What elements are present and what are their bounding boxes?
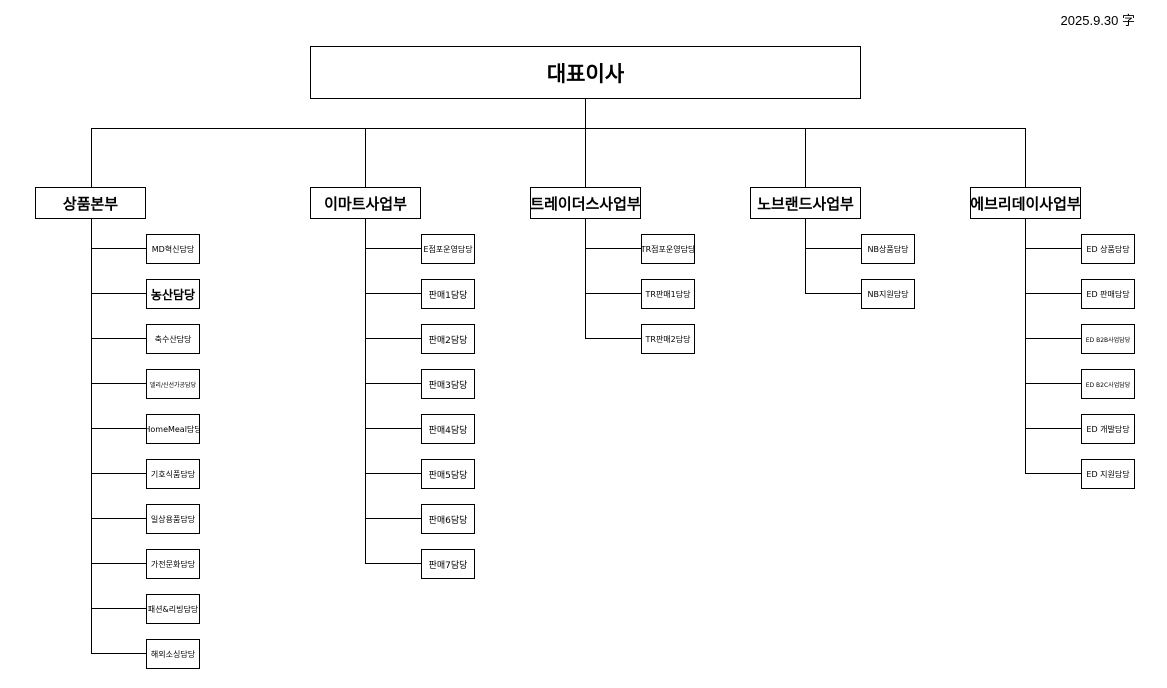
dept-connector <box>91 428 147 429</box>
dept-spine <box>365 219 366 564</box>
dept-box: 델리/신선가공담당 <box>146 369 200 399</box>
dept-box: TR판매2담당 <box>641 324 695 354</box>
dept-connector <box>91 293 147 294</box>
division-box: 트레이더스사업부 <box>530 187 641 219</box>
dept-connector <box>1025 383 1082 384</box>
dept-connector <box>805 248 862 249</box>
division-connector <box>91 128 92 187</box>
dept-box: 판매6담당 <box>421 504 475 534</box>
dept-box: 가전문화담당 <box>146 549 200 579</box>
dept-connector <box>585 338 642 339</box>
division-box: 노브랜드사업부 <box>750 187 861 219</box>
dept-box: HomeMeal담당 <box>146 414 200 444</box>
dept-box: TR판매1담당 <box>641 279 695 309</box>
dept-connector <box>365 248 422 249</box>
dept-connector <box>91 248 147 249</box>
dept-box: 축수산담당 <box>146 324 200 354</box>
dept-box: ED 지원담당 <box>1081 459 1135 489</box>
dept-spine <box>91 219 92 654</box>
dept-connector <box>805 293 862 294</box>
dept-box: 판매2담당 <box>421 324 475 354</box>
dept-connector <box>365 338 422 339</box>
dept-box: MD혁신담당 <box>146 234 200 264</box>
dept-box: 판매7담당 <box>421 549 475 579</box>
dept-connector <box>1025 248 1082 249</box>
division-connector <box>365 128 366 187</box>
dept-connector <box>1025 338 1082 339</box>
top-horizontal-connector <box>91 128 1026 129</box>
dept-connector <box>365 563 422 564</box>
dept-box: 일상용품담당 <box>146 504 200 534</box>
dept-connector <box>91 383 147 384</box>
ceo-box: 대표이사 <box>310 46 861 99</box>
dept-box: NB지원담당 <box>861 279 915 309</box>
dept-connector <box>1025 428 1082 429</box>
dept-connector <box>365 293 422 294</box>
division-connector <box>805 128 806 187</box>
dept-box: NB상품담당 <box>861 234 915 264</box>
dept-connector <box>91 608 147 609</box>
dept-box: 해외소싱담당 <box>146 639 200 669</box>
dept-connector <box>91 563 147 564</box>
division-connector <box>585 128 586 187</box>
dept-connector <box>365 428 422 429</box>
dept-box: 판매5담당 <box>421 459 475 489</box>
dept-box: 판매4담당 <box>421 414 475 444</box>
dept-connector <box>1025 473 1082 474</box>
dept-box: ED 상품담당 <box>1081 234 1135 264</box>
dept-connector <box>91 653 147 654</box>
dept-connector <box>91 518 147 519</box>
dept-connector <box>91 338 147 339</box>
dept-box: 패션&리빙담당 <box>146 594 200 624</box>
dept-connector <box>585 293 642 294</box>
dept-box: E점포운영담당 <box>421 234 475 264</box>
division-box: 상품본부 <box>35 187 146 219</box>
dept-spine <box>1025 219 1026 474</box>
dept-spine <box>585 219 586 339</box>
dept-box: ED 판매담당 <box>1081 279 1135 309</box>
dept-box: TR점포운영담당 <box>641 234 695 264</box>
dept-box: 농산담당 <box>146 279 200 309</box>
dept-box: ED B2C사업담당 <box>1081 369 1135 399</box>
division-box: 에브리데이사업부 <box>970 187 1081 219</box>
dept-spine <box>805 219 806 294</box>
dept-box: ED 개발담당 <box>1081 414 1135 444</box>
date-label: 2025.9.30 字 <box>1060 13 1135 28</box>
dept-connector <box>585 248 642 249</box>
ceo-connector <box>585 99 586 128</box>
dept-connector <box>1025 293 1082 294</box>
dept-box: ED B2B사업담당 <box>1081 324 1135 354</box>
dept-connector <box>365 518 422 519</box>
division-box: 이마트사업부 <box>310 187 421 219</box>
dept-connector <box>365 473 422 474</box>
dept-connector <box>91 473 147 474</box>
dept-box: 기호식품담당 <box>146 459 200 489</box>
division-connector <box>1025 128 1026 187</box>
dept-box: 판매3담당 <box>421 369 475 399</box>
dept-connector <box>365 383 422 384</box>
dept-box: 판매1담당 <box>421 279 475 309</box>
